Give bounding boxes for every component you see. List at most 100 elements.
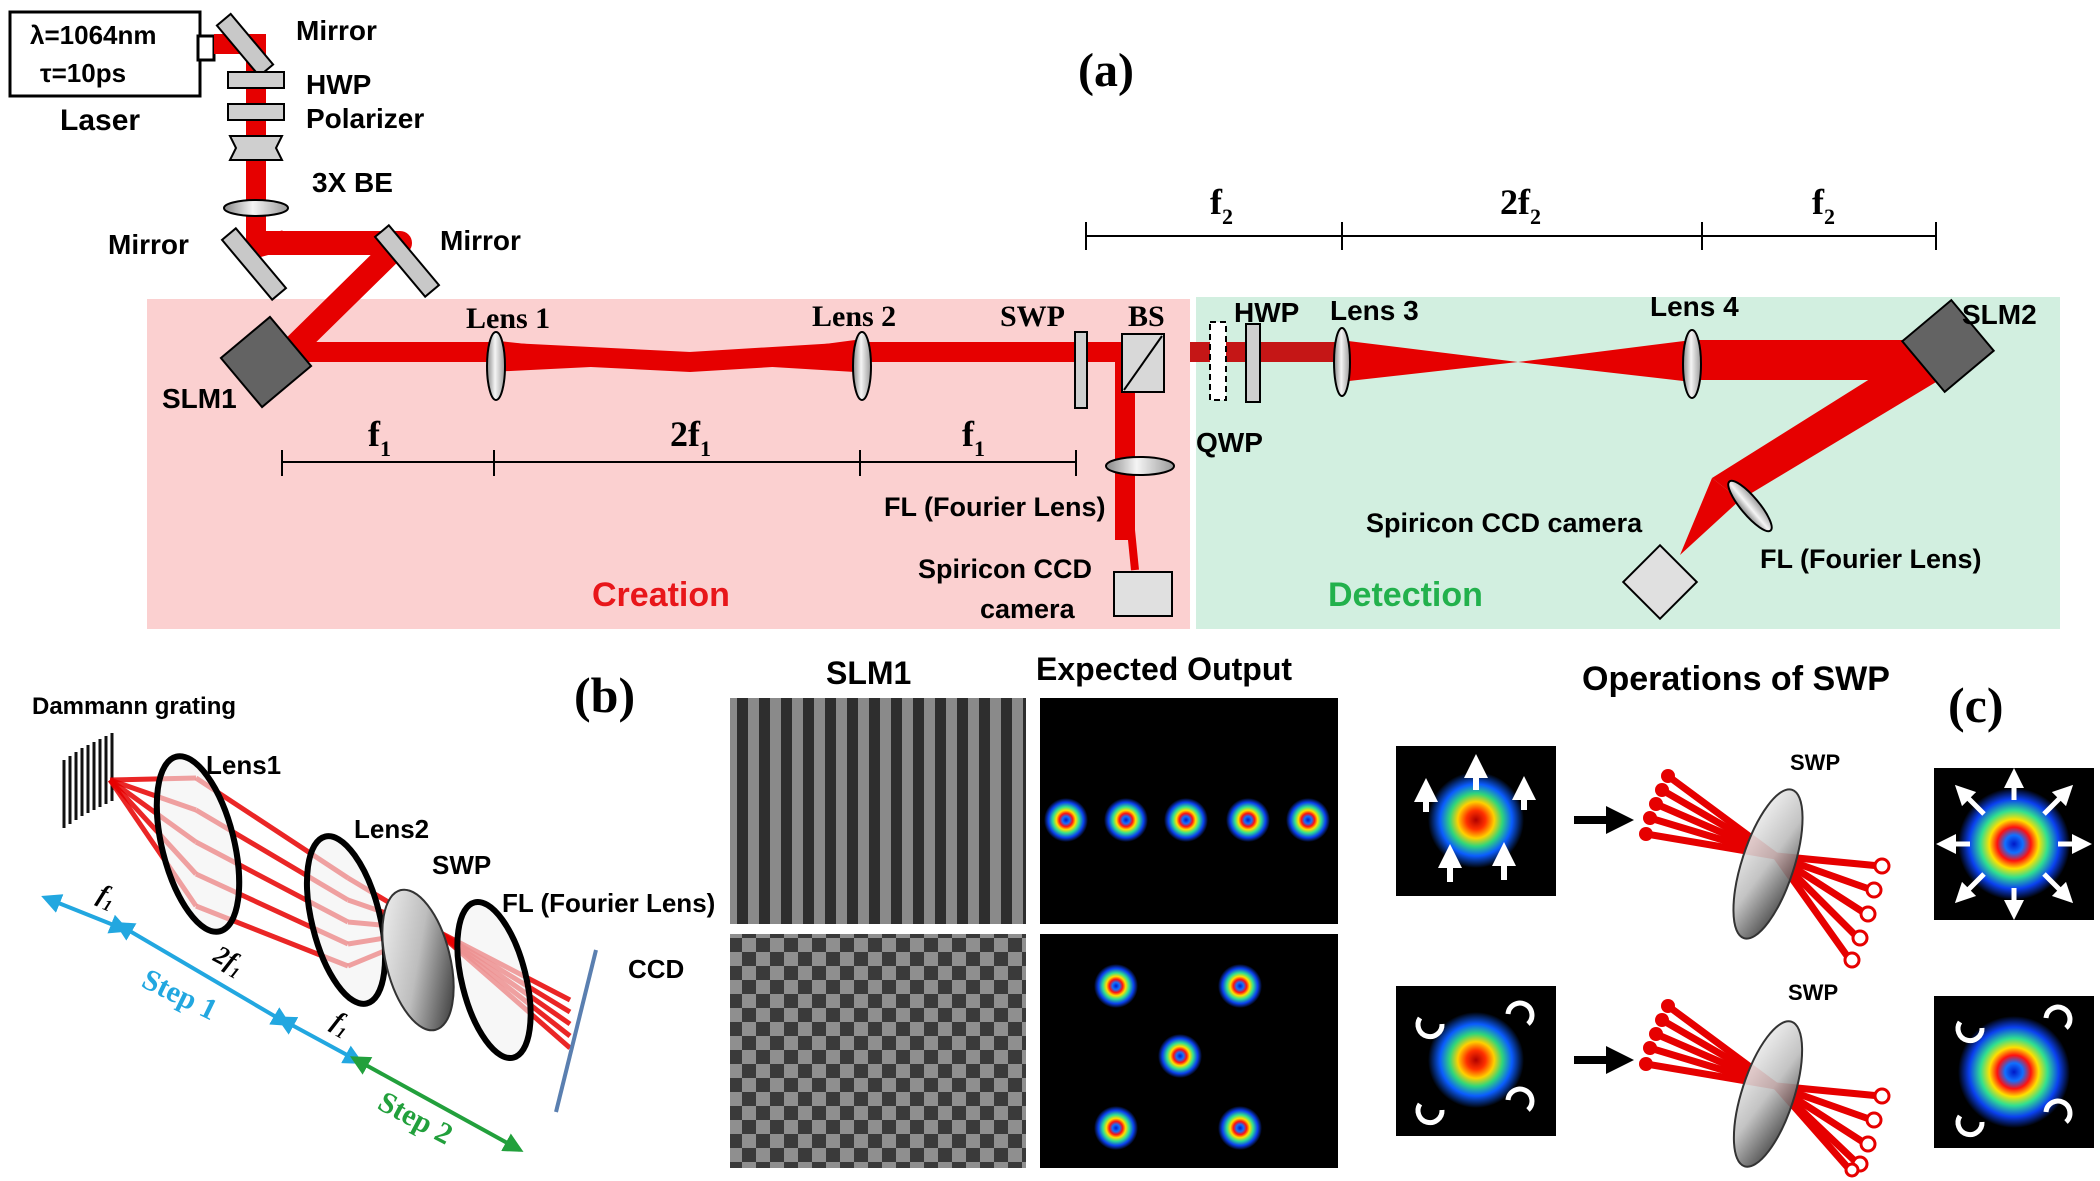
panel-b: f1 2f1 f1 Step 1 Step 2 Dammann grating … [32,651,1338,1168]
row-spots [1044,798,1330,842]
panel-a: λ=1064nm τ=10ps Laser [8,10,2060,629]
mirror-left-label: Mirror [108,229,189,260]
b-lens1-label: Lens1 [206,750,281,780]
c-swp-bottom-label: SWP [1788,980,1838,1005]
b-f1-arrow-1 [41,894,130,934]
lens2-element [852,331,872,401]
ccd-right-label: Spiricon CCD camera [1366,508,1643,538]
hwp-label: HWP [1234,297,1299,328]
svg-text:f1: f1 [962,414,985,461]
dimension-lines [281,222,1937,476]
b-lens2 [303,833,389,1007]
expected-output-title: Expected Output [1036,651,1292,687]
fl-left-element [1105,456,1175,476]
operations-title: Operations of SWP [1582,660,1890,698]
step1-label: Step 1 [137,963,223,1027]
qwp-element [1209,321,1227,401]
svg-text:f1: f1 [325,1006,355,1043]
b-fl-label: FL (Fourier Lens) [502,888,715,918]
b-ccd-plane [554,949,598,1113]
be-label: 3X BE [312,167,393,198]
slm2-device [1900,298,1996,394]
bs-label: BS [1128,300,1165,333]
lens2-label: Lens 2 [812,300,896,333]
ccd-left-label-line2: camera [980,594,1076,624]
dammann-grating [60,733,114,828]
panel-a-label: (a) [1078,44,1134,97]
step2-label: Step 2 [373,1085,458,1151]
cross-spots [1094,964,1262,1150]
beam-expander [228,135,284,161]
svg-text:f2: f2 [1812,182,1835,229]
qwp-label: QWP [1196,427,1263,458]
c-swp-bottom: SWP [1639,980,1891,1178]
detection-label: Detection [1328,576,1483,614]
polarizer-label: Polarizer [306,103,424,134]
slm1-label: SLM1 [162,383,237,414]
b-fourier-lens [454,898,534,1062]
creation-label: Creation [592,576,730,614]
dammann-label: Dammann grating [32,693,236,720]
dimension-labels: f1 2f1 f1 f2 2f2 f2 [368,182,1835,461]
slm1-column-title: SLM1 [826,655,911,691]
c-arrow-top [1606,806,1634,834]
laser-pulse: τ=10ps [40,58,126,88]
fl-right-element [1727,479,1773,533]
svg-text:f2: f2 [1210,182,1233,229]
laser-wavelength: λ=1064nm [30,20,156,50]
lens1-element [486,331,506,401]
fl-left-label: FL (Fourier Lens) [884,492,1106,522]
c-output-azimuthal-arrows [1955,1004,2073,1138]
b-step2-arrow [349,1056,524,1152]
hwp-top [227,71,285,89]
mirror-left [220,226,288,302]
b-swp [381,888,455,1032]
c-arrow-bottom [1606,1046,1634,1074]
laser-label: Laser [60,104,140,137]
swp-label: SWP [1000,300,1065,333]
mirror-top [215,12,275,78]
panel-b-label: (b) [574,667,635,723]
lens4-element [1682,329,1702,399]
hwp-top-label: HWP [306,69,371,100]
mirror-right [373,223,441,299]
fl-right-label: FL (Fourier Lens) [1760,544,1982,574]
slm2-label: SLM2 [1962,299,2037,330]
laser-box [8,10,202,98]
be-lens [223,199,289,217]
svg-text:2f1: 2f1 [670,414,711,461]
slm1-device [219,315,313,409]
panel-c: Operations of SWP (c) [1396,660,2094,1178]
hwp-element [1245,323,1261,403]
b-ccd-label: CCD [628,954,684,984]
lens1-label: Lens 1 [466,302,550,335]
b-2f1-arrow [114,921,292,1027]
swp-element [1074,331,1088,409]
b-swp-label: SWP [432,850,491,880]
mirror-right-label: Mirror [440,225,521,256]
slm1-pattern-stripes [730,698,1026,924]
c-input-radial-arrows [1414,754,1536,882]
polarizer [227,103,285,121]
ccd-right-device [1621,543,1699,621]
svg-text:2f2: 2f2 [1500,182,1541,229]
ccd-left-device [1113,571,1173,617]
c-swp-top: SWP [1639,750,1891,969]
lens3-element [1333,327,1351,397]
c-input-azimuthal-arrows [1415,1000,1535,1126]
laser-output-port [196,34,216,62]
svg-text:f1: f1 [368,414,391,461]
ccd-left-label-line1: Spiricon CCD [918,554,1092,584]
svg-text:2f1: 2f1 [206,939,249,983]
lens4-label: Lens 4 [1650,291,1739,322]
c-output-radial-arrows [1936,768,2092,920]
b-lens2-label: Lens2 [354,814,429,844]
svg-text:f1: f1 [92,879,120,916]
b-f1-arrow-2 [275,1016,364,1064]
mirror-top-label: Mirror [296,15,377,46]
panel-c-label: (c) [1948,677,2004,733]
slm1-pattern-checker [730,934,1026,1168]
lens3-label: Lens 3 [1330,295,1419,326]
c-swp-top-label: SWP [1790,750,1840,775]
